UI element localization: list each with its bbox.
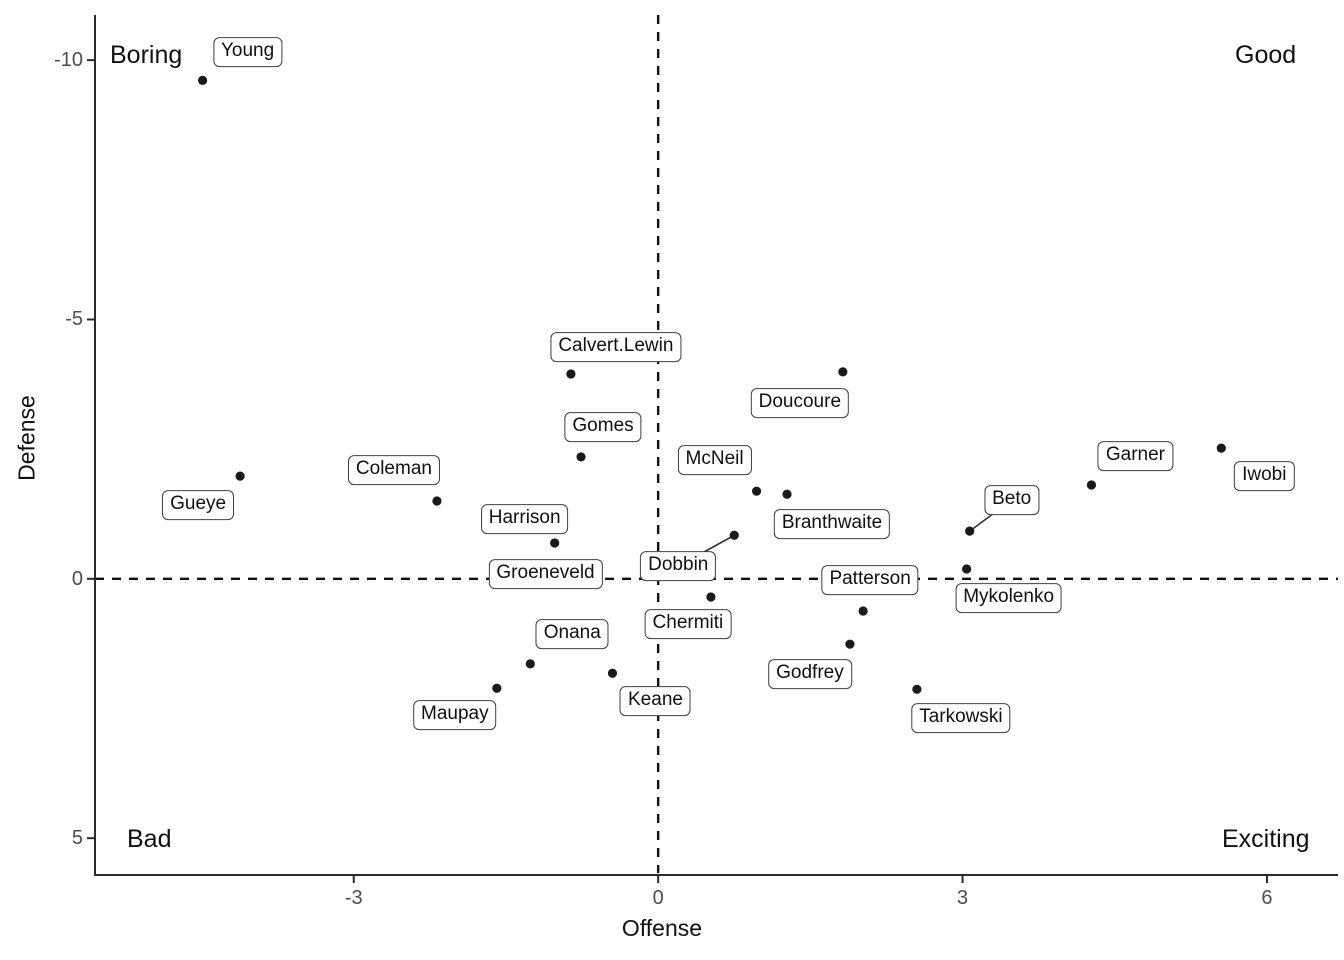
- y-tick-label--5: -5: [65, 308, 83, 331]
- data-point-branthwaite: [782, 489, 792, 499]
- data-point-young: [197, 75, 208, 85]
- data-point-coleman: [432, 496, 442, 506]
- data-point-tarkowski: [912, 684, 922, 694]
- y-tick-label--10: -10: [54, 49, 83, 72]
- data-point-maupay: [492, 683, 502, 693]
- point-label-godfrey: Godfrey: [768, 659, 852, 690]
- x-axis-title: Offense: [621, 915, 703, 941]
- point-label-gueye: Gueye: [162, 490, 235, 520]
- point-label-tarkowski: Tarkowski: [911, 703, 1011, 734]
- quadrant-label-good: Good: [1235, 41, 1297, 69]
- data-point-beto: [965, 526, 975, 536]
- point-label-harrison: Harrison: [480, 504, 569, 534]
- point-label-calvert.lewin: Calvert.Lewin: [550, 332, 682, 362]
- data-point-iwobi: [1216, 443, 1226, 453]
- point-label-onana: Onana: [535, 619, 609, 649]
- y-tick-label-0: 0: [71, 567, 83, 590]
- data-point-dobbin: [729, 530, 739, 540]
- data-point-mcneil: [751, 486, 762, 496]
- point-label-mcneil: McNeil: [677, 445, 752, 476]
- point-label-mykolenko: Mykolenko: [955, 583, 1063, 613]
- data-point-gomes: [576, 452, 586, 462]
- x-tick-label--3: -3: [344, 887, 363, 909]
- x-tick-label-0: 0: [652, 887, 664, 909]
- point-label-iwobi: Iwobi: [1234, 461, 1295, 491]
- data-point-garner: [1086, 480, 1097, 490]
- point-label-maupay: Maupay: [413, 700, 497, 731]
- data-point-patterson: [858, 606, 868, 616]
- data-point-harrison: [550, 538, 560, 548]
- data-point-gueye: [235, 471, 245, 481]
- point-label-patterson: Patterson: [821, 565, 919, 595]
- data-point-godfrey: [845, 639, 855, 649]
- data-point-keane: [607, 668, 618, 678]
- quadrant-label-boring: Boring: [110, 41, 183, 69]
- data-point-onana: [525, 659, 535, 669]
- point-label-gomes: Gomes: [564, 412, 642, 442]
- data-point-mykolenko: [962, 564, 972, 574]
- quadrant-label-bad: Bad: [127, 825, 172, 853]
- x-tick-label-3: 3: [957, 887, 969, 909]
- point-label-coleman: Coleman: [347, 455, 440, 485]
- point-label-branthwaite: Branthwaite: [773, 509, 891, 540]
- quadrant-label-exciting: Exciting: [1222, 825, 1310, 853]
- point-label-chermiti: Chermiti: [644, 609, 732, 639]
- point-label-keane: Keane: [620, 686, 691, 717]
- y-tick-label-5: 5: [71, 827, 83, 850]
- data-point-chermiti: [706, 592, 716, 602]
- point-label-groeneveld: Groeneveld: [488, 559, 603, 590]
- point-label-garner: Garner: [1097, 441, 1173, 471]
- point-label-beto: Beto: [984, 485, 1040, 515]
- x-tick-label-6: 6: [1261, 887, 1273, 909]
- point-label-dobbin: Dobbin: [640, 551, 717, 582]
- point-label-young: Young: [212, 37, 283, 68]
- point-label-doucoure: Doucoure: [750, 387, 850, 418]
- y-axis-title: Defense: [13, 395, 40, 481]
- data-point-calvert.lewin: [566, 369, 576, 379]
- data-point-doucoure: [838, 367, 848, 377]
